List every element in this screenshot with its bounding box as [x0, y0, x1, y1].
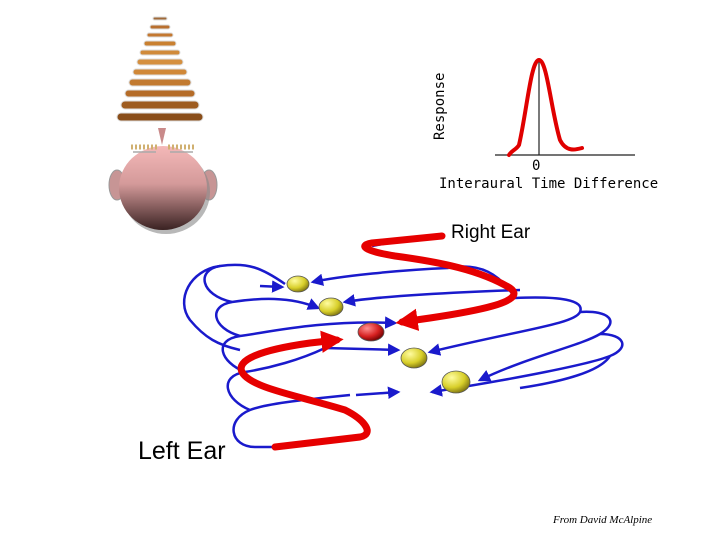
sound-source-cone [116, 16, 204, 122]
left-axon-7 [355, 386, 401, 399]
left-axon-3 [221, 316, 398, 374]
y-axis-label: Response [432, 72, 448, 140]
left-ear-label: Left Ear [138, 437, 226, 465]
right-axon-2 [310, 266, 449, 286]
right-ear-label: Right Ear [451, 222, 531, 243]
credit-text: From David McAlpine [553, 514, 653, 526]
left-axon-5 [203, 263, 286, 304]
head [108, 128, 218, 234]
right-axon-4 [427, 296, 582, 356]
x-axis-zero-tick: 0 [532, 158, 541, 174]
neuron-3-active [357, 322, 385, 342]
right-axon-9 [259, 280, 285, 293]
right-axon-5 [477, 310, 612, 382]
neuron-2 [318, 297, 344, 317]
right-axon-8 [519, 355, 612, 390]
left-ear-input [237, 330, 371, 451]
input-paths [237, 232, 518, 451]
left-axon-4 [215, 297, 321, 338]
x-axis-label: Interaural Time Difference [439, 176, 659, 192]
left-axon-8 [324, 343, 401, 356]
response-graph [495, 57, 635, 157]
left-axon-6 [182, 264, 241, 352]
neuron-1 [286, 275, 310, 293]
right-axon-3 [342, 288, 521, 307]
right-axon-7 [429, 332, 624, 397]
right-ear-input [361, 232, 518, 331]
neuron-5 [441, 370, 471, 394]
tuning-curve [507, 57, 584, 157]
neuron-4 [400, 347, 428, 369]
axon-delay-lines [182, 232, 624, 449]
coincidence-neurons [286, 275, 471, 394]
